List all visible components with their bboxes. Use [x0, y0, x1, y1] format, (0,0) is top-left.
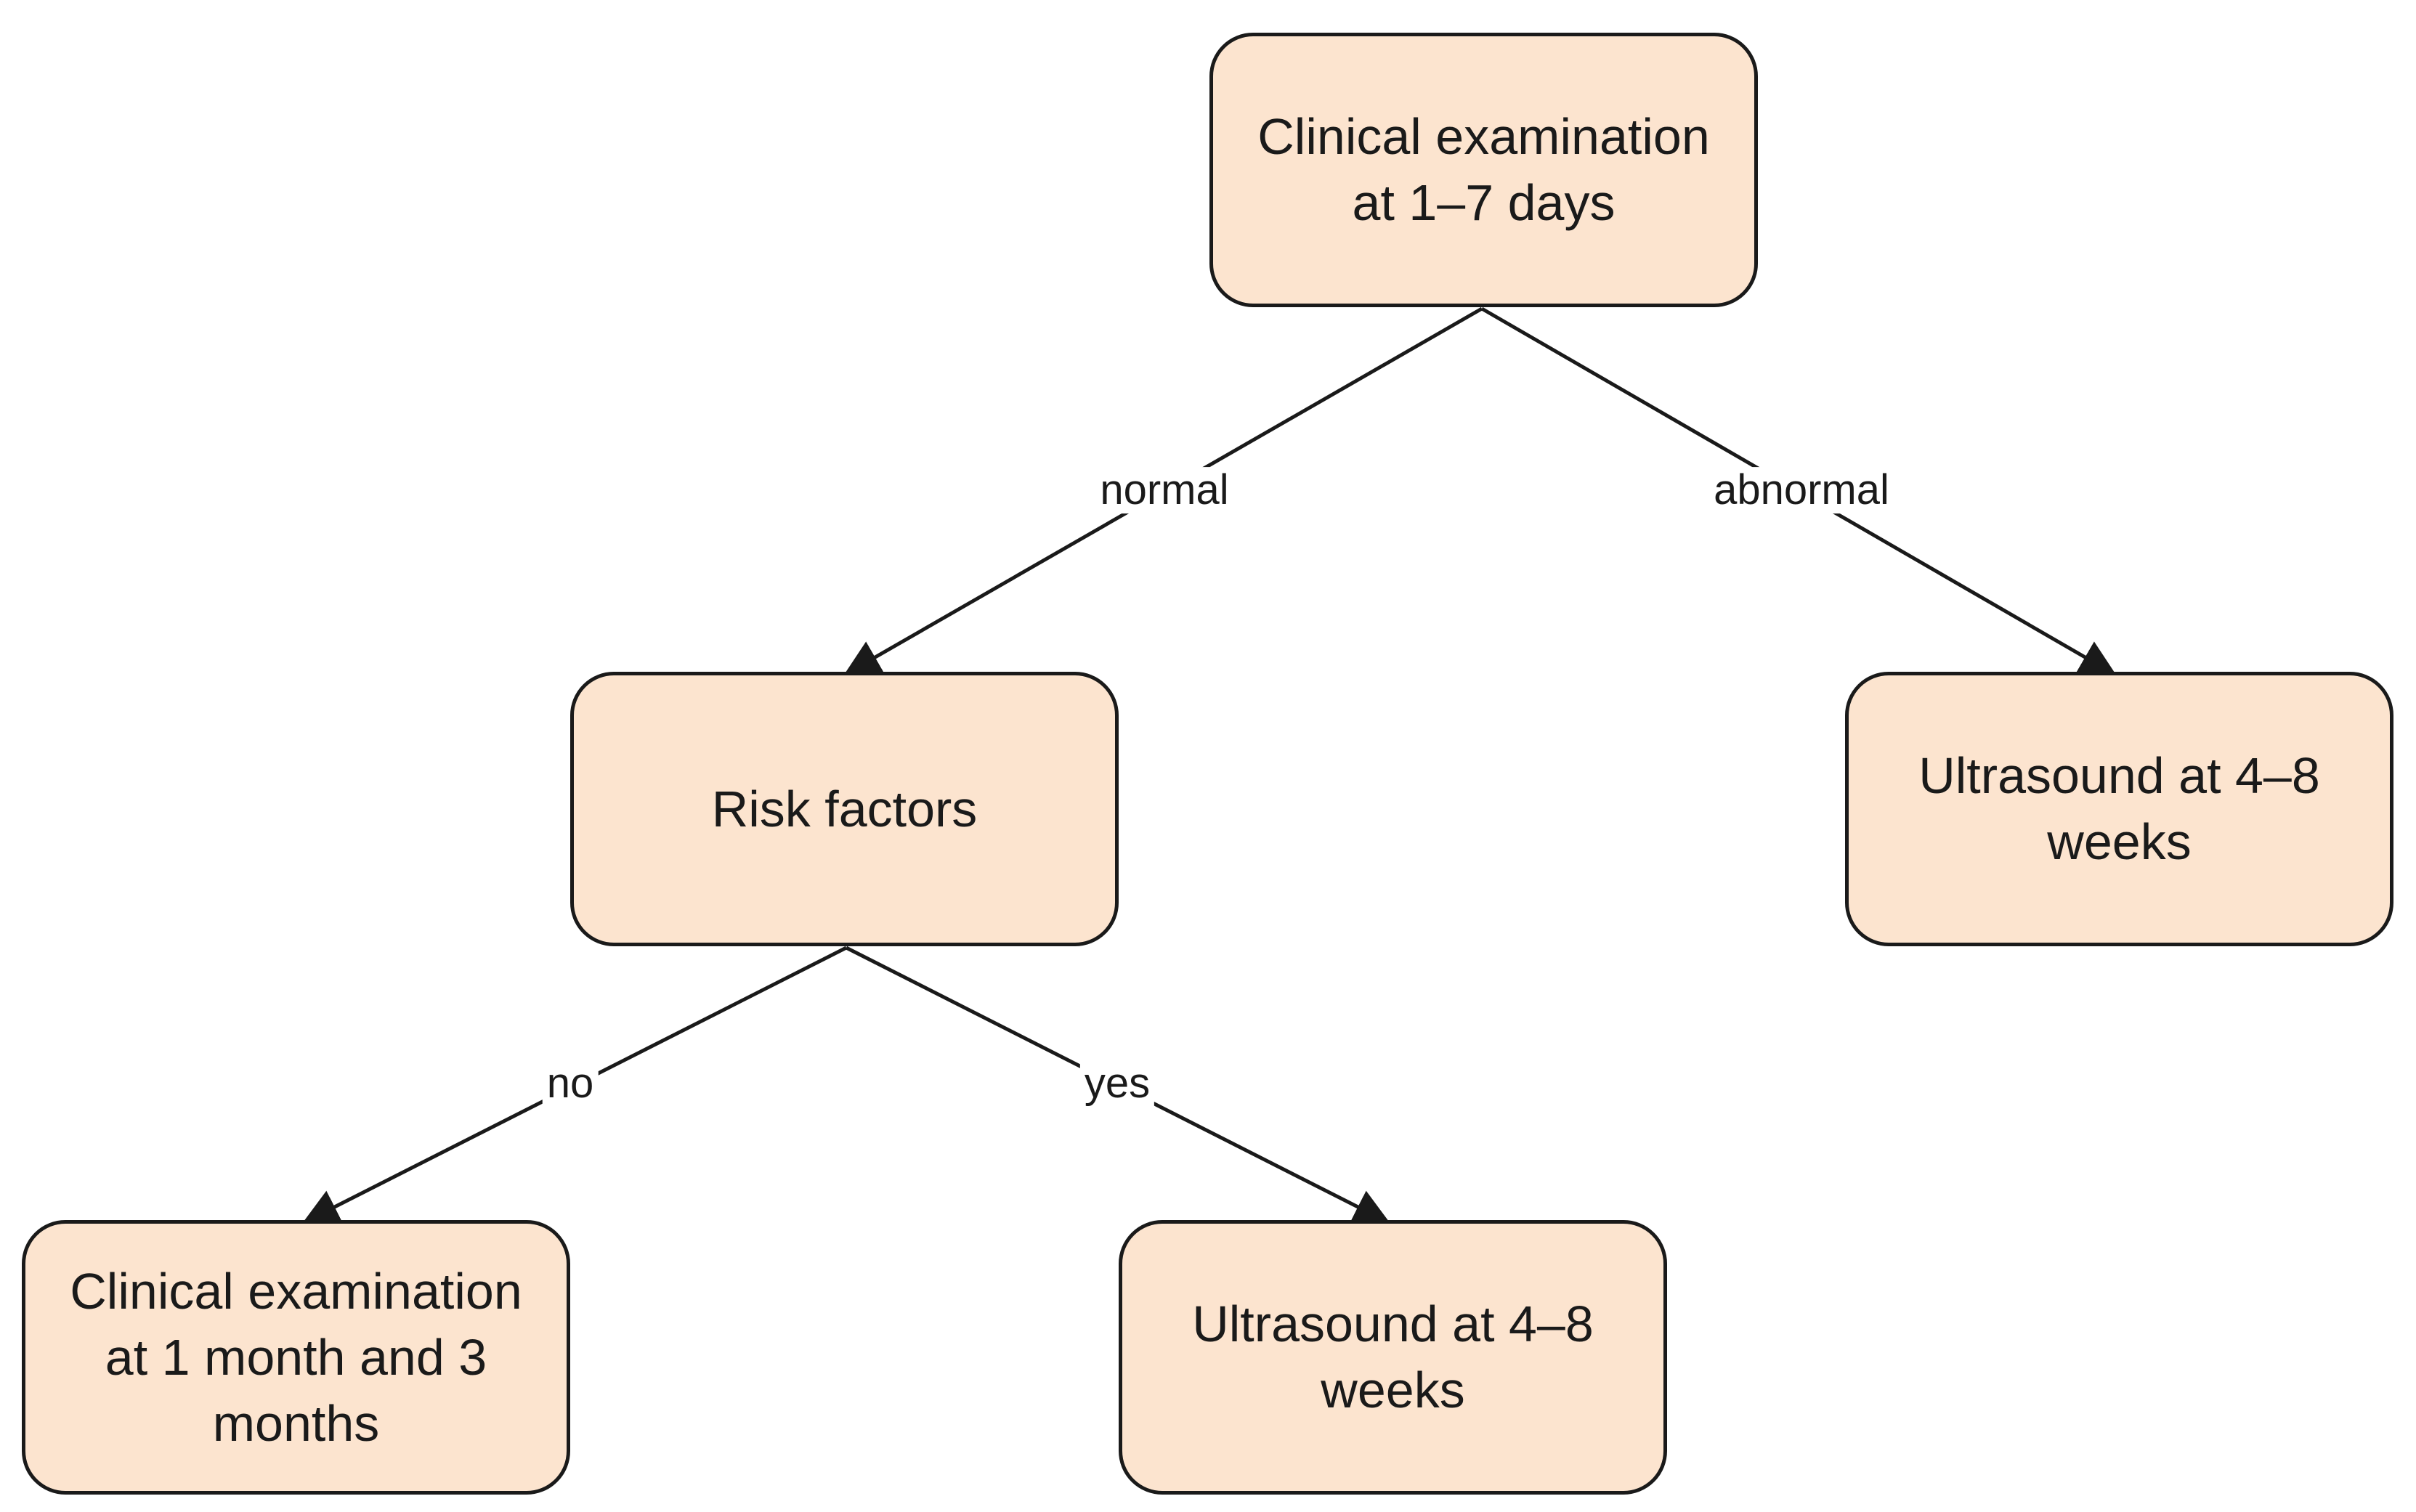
node-label: Clinical examination at 1 month and 3 mo…	[70, 1262, 522, 1452]
edge-label-abnormal: abnormal	[1709, 467, 1894, 513]
node-label: Clinical examination at 1–7 days	[1257, 108, 1710, 231]
node-ultrasound-abnormal: Ultrasound at 4–8 weeks	[1845, 672, 2393, 946]
node-clinical-examination-followup: Clinical examination at 1 month and 3 mo…	[22, 1220, 570, 1495]
edge-label-normal: normal	[1095, 467, 1233, 513]
node-label: Ultrasound at 4–8 weeks	[1918, 747, 2320, 870]
node-ultrasound-risk: Ultrasound at 4–8 weeks	[1119, 1220, 1667, 1495]
edge-label-yes: yes	[1079, 1060, 1155, 1107]
node-clinical-examination-1-7-days: Clinical examination at 1–7 days	[1209, 33, 1758, 307]
edge-label-no: no	[542, 1060, 599, 1107]
node-label: Ultrasound at 4–8 weeks	[1192, 1296, 1594, 1418]
node-label: Risk factors	[711, 780, 978, 837]
node-risk-factors: Risk factors	[570, 672, 1119, 946]
